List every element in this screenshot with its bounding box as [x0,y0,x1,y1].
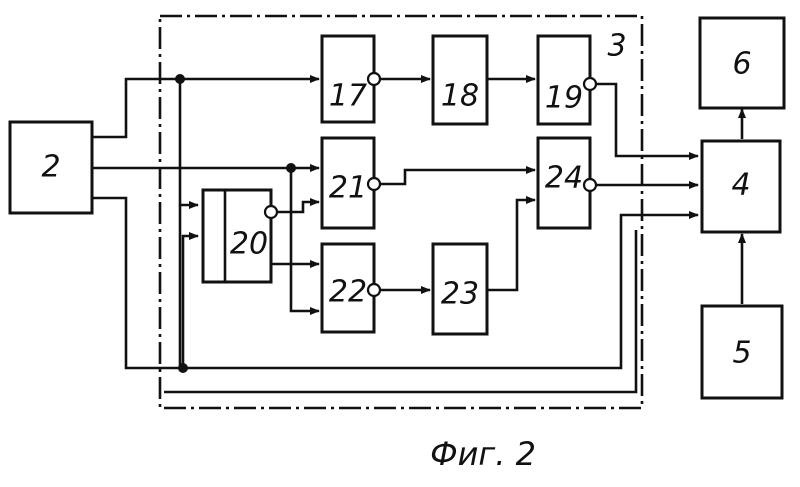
block-17: 17 [322,36,380,122]
block-6: 6 [700,18,784,108]
block-19-label: 19 [545,81,583,116]
block-21-label: 21 [329,171,367,206]
block-21: 21 [322,138,380,228]
block-22-label: 22 [329,275,367,310]
block-2-label: 2 [41,150,60,185]
block-5-label: 5 [732,336,751,371]
block-2: 2 [10,122,92,213]
wire-19-to-4 [596,84,698,156]
figure-caption: Фиг. 2 [430,435,536,473]
unit-3-label: 3 [607,29,626,64]
block-4: 4 [702,141,780,232]
block-20-label: 20 [230,227,268,262]
block-6-label: 6 [732,47,751,82]
block-23: 23 [433,244,487,334]
wire-bus-to-20-a [180,79,198,205]
block-22: 22 [322,244,380,332]
block-4-label: 4 [731,168,750,203]
junction-dot [178,363,188,373]
junction-dot [175,74,185,84]
wire-branch-to-22 [291,168,319,311]
block-18-label: 18 [441,79,479,114]
block-24: 24 [538,138,596,228]
wire-23-to-24 [487,200,535,290]
block-5: 5 [702,306,782,398]
wire-20-to-21 [277,202,319,212]
block-17-label: 17 [329,79,367,114]
junction-dot [286,163,296,173]
wire-2-to-17 [92,79,319,137]
wire-21-to-24 [381,170,535,184]
wire-bus-to-20-b [183,236,198,368]
block-19: 19 [538,36,596,124]
block-18: 18 [433,36,487,124]
block-24-label: 24 [545,161,583,196]
block-20: 20 [203,190,277,282]
connections [92,79,742,392]
block-23-label: 23 [441,277,479,312]
